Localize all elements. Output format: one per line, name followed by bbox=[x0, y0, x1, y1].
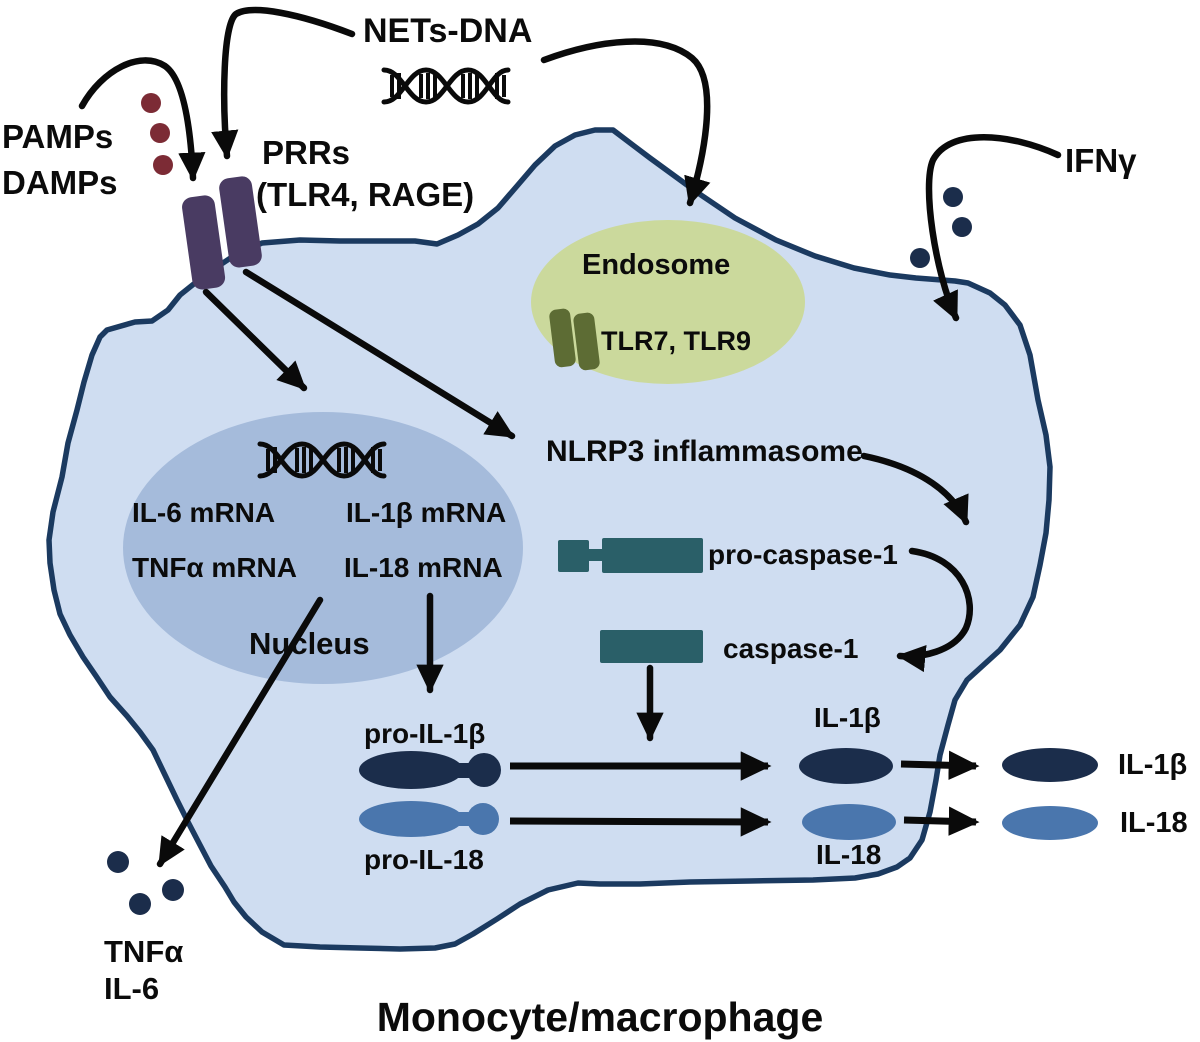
label-pamps: PAMPs bbox=[2, 118, 114, 155]
label-pro-il18: pro-IL-18 bbox=[364, 844, 484, 875]
arrow-proil18-to-il18 bbox=[509, 807, 772, 837]
caspase-1-icon bbox=[600, 630, 703, 663]
label-damps: DAMPs bbox=[2, 164, 118, 201]
label-pro-il1b: pro-IL-1β bbox=[364, 718, 486, 749]
figure-title: Monocyte/macrophage bbox=[376, 994, 824, 1040]
arrow-netsdna-to-endosome bbox=[540, 38, 711, 207]
arrow-pamps-to-prr bbox=[78, 57, 206, 182]
pro-il1b-icon bbox=[359, 751, 501, 789]
label-il1b-intracellular: IL-1β bbox=[814, 702, 881, 733]
label-il1b-mrna: IL-1β mRNA bbox=[346, 497, 507, 528]
il1b-secreted-icon bbox=[1002, 748, 1098, 782]
arrow-il1b-secretion bbox=[900, 750, 980, 780]
ifng-dot-icons bbox=[910, 187, 972, 268]
label-prrs: PRRs bbox=[262, 134, 351, 171]
label-ifng: IFNγ bbox=[1065, 142, 1137, 179]
pro-il18-icon bbox=[359, 801, 499, 837]
endosome-ellipse bbox=[531, 220, 805, 384]
arrow-prr-to-nlrp3 bbox=[242, 268, 516, 440]
label-il6: IL-6 bbox=[104, 971, 160, 1006]
arrow-prr-to-nucleus bbox=[202, 288, 308, 392]
il1b-intracellular-icon bbox=[799, 748, 893, 784]
label-il1b-secreted: IL-1β bbox=[1118, 749, 1188, 781]
arrow-ifng-into-cell bbox=[925, 134, 1062, 322]
pamp-damp-dot-icons bbox=[141, 93, 173, 175]
tlr7-tlr9-receptor-icons bbox=[549, 308, 600, 371]
label-il18-secreted: IL-18 bbox=[1120, 807, 1188, 839]
label-tlr7-tlr9: TLR7, TLR9 bbox=[601, 326, 752, 356]
label-prrs-sub: (TLR4, RAGE) bbox=[256, 176, 475, 213]
label-pro-caspase-1: pro-caspase-1 bbox=[708, 539, 898, 570]
label-il18-mrna: IL-18 mRNA bbox=[344, 552, 503, 583]
tlr4-rage-receptor-icons bbox=[182, 176, 262, 290]
label-tnfa-mrna: TNFα mRNA bbox=[132, 552, 297, 583]
arrow-il18-secretion bbox=[903, 806, 980, 836]
label-endosome: Endosome bbox=[582, 249, 731, 281]
arrow-nlrp3-to-procaspase bbox=[860, 452, 970, 526]
arrow-tnfamrna-out-of-cell bbox=[156, 596, 324, 868]
tnfa-il6-dot-icons bbox=[107, 851, 184, 915]
nucleus-ellipse bbox=[123, 412, 523, 684]
cell-membrane bbox=[46, 127, 1053, 952]
il18-secreted-icon bbox=[1002, 806, 1098, 840]
label-tnfa: TNFα bbox=[104, 934, 184, 969]
arrow-procaspase-to-caspase bbox=[896, 547, 973, 673]
nets-dna-helix-icon bbox=[384, 70, 508, 102]
label-nucleus: Nucleus bbox=[249, 626, 370, 661]
label-il6-mrna: IL-6 mRNA bbox=[132, 497, 276, 528]
arrow-netsdna-to-prr bbox=[211, 6, 356, 160]
pro-caspase-1-icon bbox=[558, 538, 703, 573]
label-nets-dna: NETs-DNA bbox=[363, 12, 533, 50]
label-caspase-1: caspase-1 bbox=[723, 633, 859, 664]
il18-intracellular-icon bbox=[802, 804, 896, 840]
label-nlrp3-inflammasome: NLRP3 inflammasome bbox=[546, 435, 863, 468]
label-il18-intracellular: IL-18 bbox=[816, 839, 882, 870]
